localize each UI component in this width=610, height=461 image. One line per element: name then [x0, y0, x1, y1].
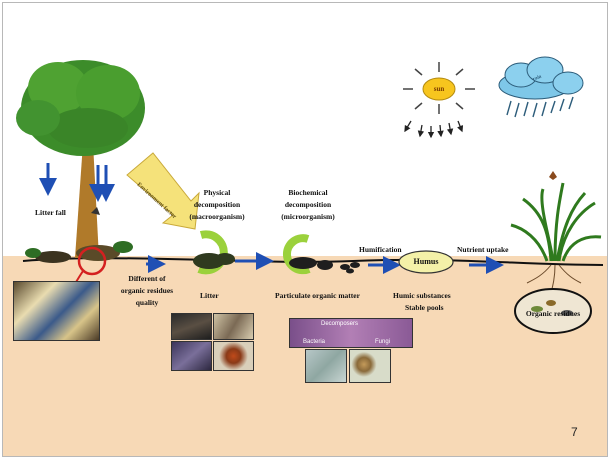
bacteria-label: Bacteria — [303, 339, 325, 345]
particulate-label: Particulate organic matter — [275, 290, 360, 302]
biochemical-line-1: Biochemical — [273, 187, 343, 199]
earthworm-photo — [171, 313, 212, 340]
litter-label: Litter — [200, 290, 219, 302]
rain-drops — [507, 97, 573, 117]
fungi-label: Fungi — [375, 339, 390, 345]
plant-icon — [511, 183, 601, 261]
humification-label: Humification — [359, 244, 402, 256]
residues-line-2: organic residues — [111, 285, 183, 297]
sun-label: sun — [430, 83, 448, 95]
biochemical-decomposition-label: Biochemical decomposition (microorganism… — [273, 187, 343, 223]
stable-pools-label: Stable pools — [405, 302, 444, 314]
litter-fall-label: Litter fall — [35, 207, 66, 219]
mite-photo — [213, 341, 254, 371]
biochemical-line-3: (microorganism) — [273, 211, 343, 223]
biochemical-line-2: decomposition — [273, 199, 343, 211]
microbe-photo-2 — [349, 349, 391, 383]
page-number: 7 — [571, 425, 578, 439]
sun-ray-arrows — [405, 121, 462, 137]
humic-substances-label: Humic substances — [393, 290, 451, 302]
recycle-icon-biochemical — [287, 238, 333, 270]
residue-photo — [13, 281, 100, 341]
nutrient-uptake-label: Nutrient uptake — [457, 244, 508, 256]
recycle-icon-physical — [193, 234, 235, 270]
butterfly-icon — [549, 171, 557, 180]
organic-residues-label: Organic residues — [523, 308, 583, 320]
physical-line-3: (macroorganism) — [183, 211, 251, 223]
physical-decomposition-label: Physical decomposition (macroorganism) — [183, 187, 251, 223]
decomposers-label: Decomposers — [321, 321, 358, 327]
litter-fall-arrows — [48, 163, 106, 199]
humus-label: Humus — [408, 256, 444, 268]
tree-icon — [16, 60, 145, 258]
particulate-dots — [340, 262, 360, 274]
diagram-graphics — [3, 3, 608, 457]
different-residues-label: Different of organic residues quality — [111, 273, 183, 309]
physical-line-1: Physical — [183, 187, 251, 199]
residues-line-3: quality — [111, 297, 183, 309]
microbe-photo-1 — [305, 349, 347, 383]
millipede-photo — [213, 313, 254, 340]
physical-line-2: decomposition — [183, 199, 251, 211]
beetle-photo — [171, 341, 212, 371]
residues-line-1: Different of — [111, 273, 183, 285]
